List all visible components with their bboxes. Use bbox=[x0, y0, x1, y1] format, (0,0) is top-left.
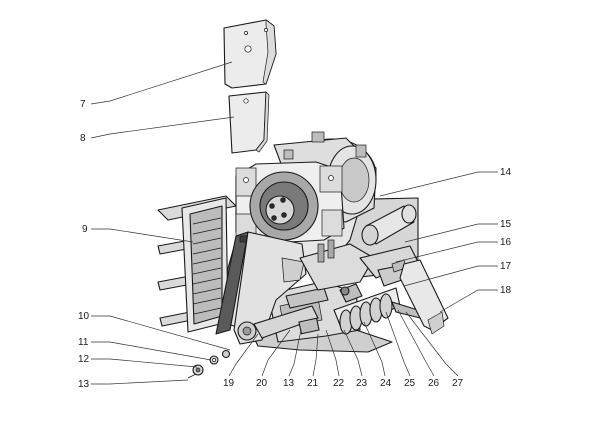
callout-10: 10 bbox=[78, 311, 90, 322]
callout-9: 9 bbox=[82, 224, 88, 235]
callout-24: 24 bbox=[380, 378, 392, 389]
callout-15: 15 bbox=[500, 219, 512, 230]
callout-19: 19 bbox=[223, 378, 235, 389]
callout-25: 25 bbox=[404, 378, 416, 389]
callout-labels: 7 8 9 10 11 12 13 14 15 16 17 18 19 20 1… bbox=[78, 99, 512, 390]
side-plate-upper bbox=[223, 19, 277, 89]
callout-16: 16 bbox=[500, 237, 512, 248]
callout-13-bottom: 13 bbox=[283, 378, 295, 389]
callout-27: 27 bbox=[452, 378, 464, 389]
callout-22: 22 bbox=[333, 378, 345, 389]
cylinder bbox=[361, 204, 417, 246]
fixed-jaw-assembly bbox=[157, 195, 249, 335]
callout-18: 18 bbox=[500, 285, 512, 296]
side-plate-lower bbox=[228, 91, 270, 154]
bearing-housing bbox=[235, 161, 345, 245]
rear-bracket bbox=[399, 259, 449, 335]
callout-11: 11 bbox=[78, 337, 89, 348]
callout-21: 21 bbox=[307, 378, 319, 389]
leader-lines bbox=[90, 61, 498, 385]
toggle-mechanism bbox=[253, 239, 375, 339]
callout-20: 20 bbox=[256, 378, 268, 389]
callout-14: 14 bbox=[500, 167, 512, 178]
callout-13-left: 13 bbox=[78, 379, 90, 390]
callout-7: 7 bbox=[80, 99, 86, 110]
callout-12: 12 bbox=[78, 354, 90, 365]
callout-23: 23 bbox=[356, 378, 368, 389]
loose-fasteners bbox=[187, 349, 231, 379]
callout-26: 26 bbox=[428, 378, 440, 389]
callout-8: 8 bbox=[80, 133, 86, 144]
tension-spring bbox=[333, 287, 421, 335]
callout-17: 17 bbox=[500, 261, 512, 272]
